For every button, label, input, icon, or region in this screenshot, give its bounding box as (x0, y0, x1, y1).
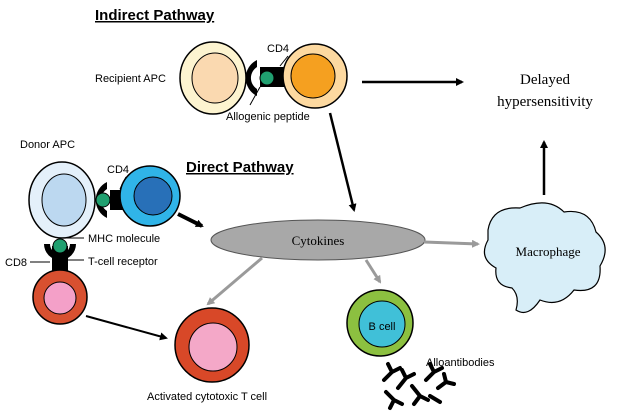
mhc-molecule-label: MHC molecule (88, 233, 160, 245)
arrow-to-macrophage (423, 239, 480, 248)
indirect-pathway-title: Indirect Pathway (95, 7, 215, 24)
cd4-t-cell-indirect (282, 43, 348, 109)
arrow-to-ctl (206, 256, 263, 306)
cd8-t-cell (32, 269, 88, 325)
cd4-t-cell-direct (119, 165, 181, 227)
arrow-to-cytokines-indirect (328, 112, 357, 212)
recipient-apc-cell (179, 41, 247, 115)
b-cell (346, 289, 414, 357)
cytokines-ellipse (210, 219, 426, 261)
donor-apc-label: Donor APC (20, 139, 75, 151)
delayed-label-line1: Delayed (520, 72, 570, 88)
cd4-mid-label: CD4 (107, 164, 129, 176)
donor-apc-cell (28, 161, 96, 239)
cd8-label: CD8 (5, 257, 27, 269)
direct-pathway-title: Direct Pathway (186, 159, 294, 176)
activated-t-cell-label: Activated cytotoxic T cell (147, 391, 267, 403)
arrow-to-cytokines-direct (177, 212, 204, 228)
arrow-cd8-to-ctl (85, 315, 168, 341)
delayed-label-line2: hypersensitivity (497, 94, 593, 110)
activated-cytotoxic-t-cell (174, 307, 250, 383)
alloantibodies-icon (382, 362, 456, 410)
t-cell-receptor-label: T-cell receptor (88, 256, 158, 268)
macrophage-cell (483, 202, 606, 313)
alloantibodies-label: Alloantibodies (426, 357, 495, 369)
recipient-apc-label: Recipient APC (95, 73, 166, 85)
cytokines-label: Cytokines (292, 233, 345, 248)
allogenic-peptide-label: Allogenic peptide (226, 111, 310, 123)
arrow-to-b-cell (364, 259, 382, 284)
b-cell-label: B cell (369, 321, 396, 333)
macrophage-label: Macrophage (516, 244, 581, 259)
cd4-top-label: CD4 (267, 43, 289, 55)
